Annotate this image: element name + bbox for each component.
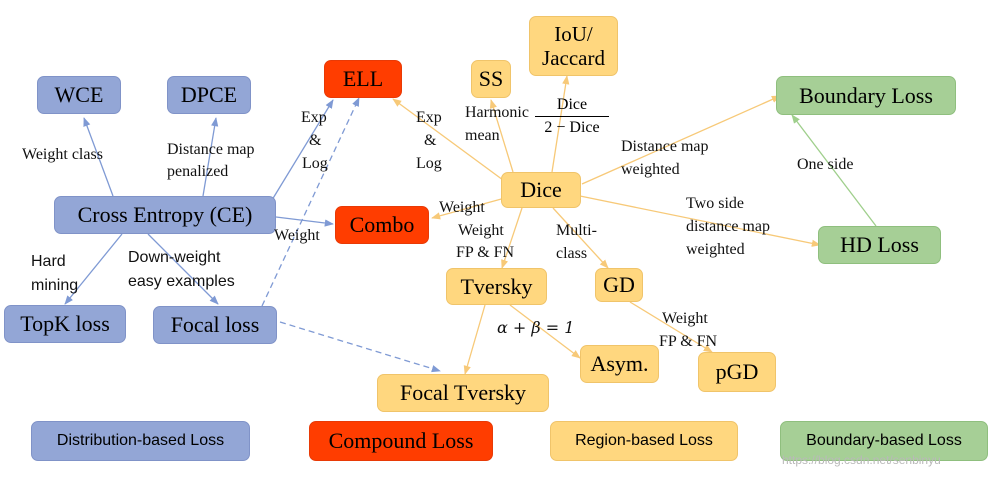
legend-boundary-based: Boundary-based Loss [780,421,988,461]
node-dpce: DPCE [167,76,251,114]
edge-dice-hd [579,195,821,247]
node-tversky: Tversky [446,268,547,305]
label-dice-fraction-denominator: 2 − Dice [544,119,600,136]
edge-ce-ell [271,99,334,201]
label-weight-class: Weight class [22,146,103,163]
edge-gd-pgd [629,301,713,353]
node-focal-tversky: Focal Tversky [377,374,549,412]
node-pgd: pGD [698,352,776,392]
label-distance-map-weighted-1: Distance map [621,138,709,155]
edge-dice-ss [489,99,514,173]
node-topk-loss: TopK loss [4,305,126,343]
edge-ce-dpce [202,117,219,197]
label-exp-log-left-1: Exp [301,109,327,126]
node-combo: Combo [335,206,429,244]
node-ell: ELL [324,60,402,98]
label-weight-ce-combo: Weight [274,227,320,244]
fraction-bar [535,116,609,117]
label-exp-log-right-1: Exp [416,109,442,126]
label-weight-fp-fn-gd-1: Weight [662,310,708,327]
legend-distribution-based: Distribution-based Loss [31,421,250,461]
label-weight-fp-fn-2: FP & FN [456,244,515,261]
label-multi-class-1: Multi- [556,222,597,239]
watermark: https://blog.csdn.net/senbinyu [782,453,941,467]
node-wce: WCE [37,76,121,114]
label-dice-fraction-numerator: Dice [556,96,588,113]
node-cross-entropy: Cross Entropy (CE) [54,196,276,234]
edge-dice-boundary [581,95,781,185]
node-iou-jaccard: IoU/ Jaccard [529,16,618,76]
label-distance-map-penalized-2: penalized [167,163,229,180]
label-two-side-2: distance map [686,218,770,235]
label-two-side-3: weighted [686,241,745,258]
node-gd: GD [595,268,643,302]
label-weight-fp-fn-1: Weight [458,222,504,239]
edge-focal-ell [261,97,360,307]
label-harmonic-mean-1: Harmonic [465,104,529,121]
label-hard-mining-2: mining [31,277,79,294]
label-weight-dice-combo: Weight [439,199,485,216]
edge-dice-iou [551,75,570,173]
node-hd-loss: HD Loss [818,226,941,264]
edge-dice-gd [552,207,609,269]
edge-tversky-focaltversky [463,304,486,375]
label-two-side-1: Two side [686,195,744,212]
edge-ce-focal [147,233,219,305]
node-iou-line1: IoU/ [554,21,593,46]
label-alpha-beta: α + β = 1 [497,318,575,337]
edge-hd-boundary [791,114,877,227]
node-dice: Dice [501,172,581,208]
label-hard-mining-1: Hard [31,253,66,270]
label-exp-log-right-3: Log [416,155,442,172]
edge-focal-focaltversky [279,321,441,373]
node-focal-loss: Focal loss [153,306,277,344]
label-distance-map-weighted-2: weighted [621,161,680,178]
edge-dice-combo [431,197,506,220]
label-down-weight-2: easy examples [128,273,235,290]
node-boundary-loss: Boundary Loss [776,76,956,115]
edge-tversky-asym [509,304,581,359]
label-down-weight-1: Down-weight [128,249,221,266]
legend-region-based: Region-based Loss [550,421,738,461]
label-one-side: One side [797,156,854,173]
label-harmonic-mean-2: mean [465,127,500,144]
node-iou-line2: Jaccard [542,46,605,70]
edge-ce-wce [83,117,114,197]
node-asym: Asym. [580,345,659,383]
node-ss: SS [471,60,511,98]
label-exp-log-left-3: Log [302,155,328,172]
edge-ce-topk [64,233,123,305]
edge-dice-tversky [501,207,523,269]
legend-compound: Compound Loss [309,421,493,461]
label-multi-class-2: class [556,245,588,262]
label-distance-map-penalized-1: Distance map [167,141,255,158]
edge-ce-combo [275,216,334,227]
label-weight-fp-fn-gd-2: FP & FN [659,333,718,350]
edge-dice-ell [392,98,504,181]
label-exp-log-right-2: & [424,132,437,149]
label-exp-log-left-2: & [309,132,322,149]
label-dice-fraction: Dice 2 − Dice [535,96,609,137]
